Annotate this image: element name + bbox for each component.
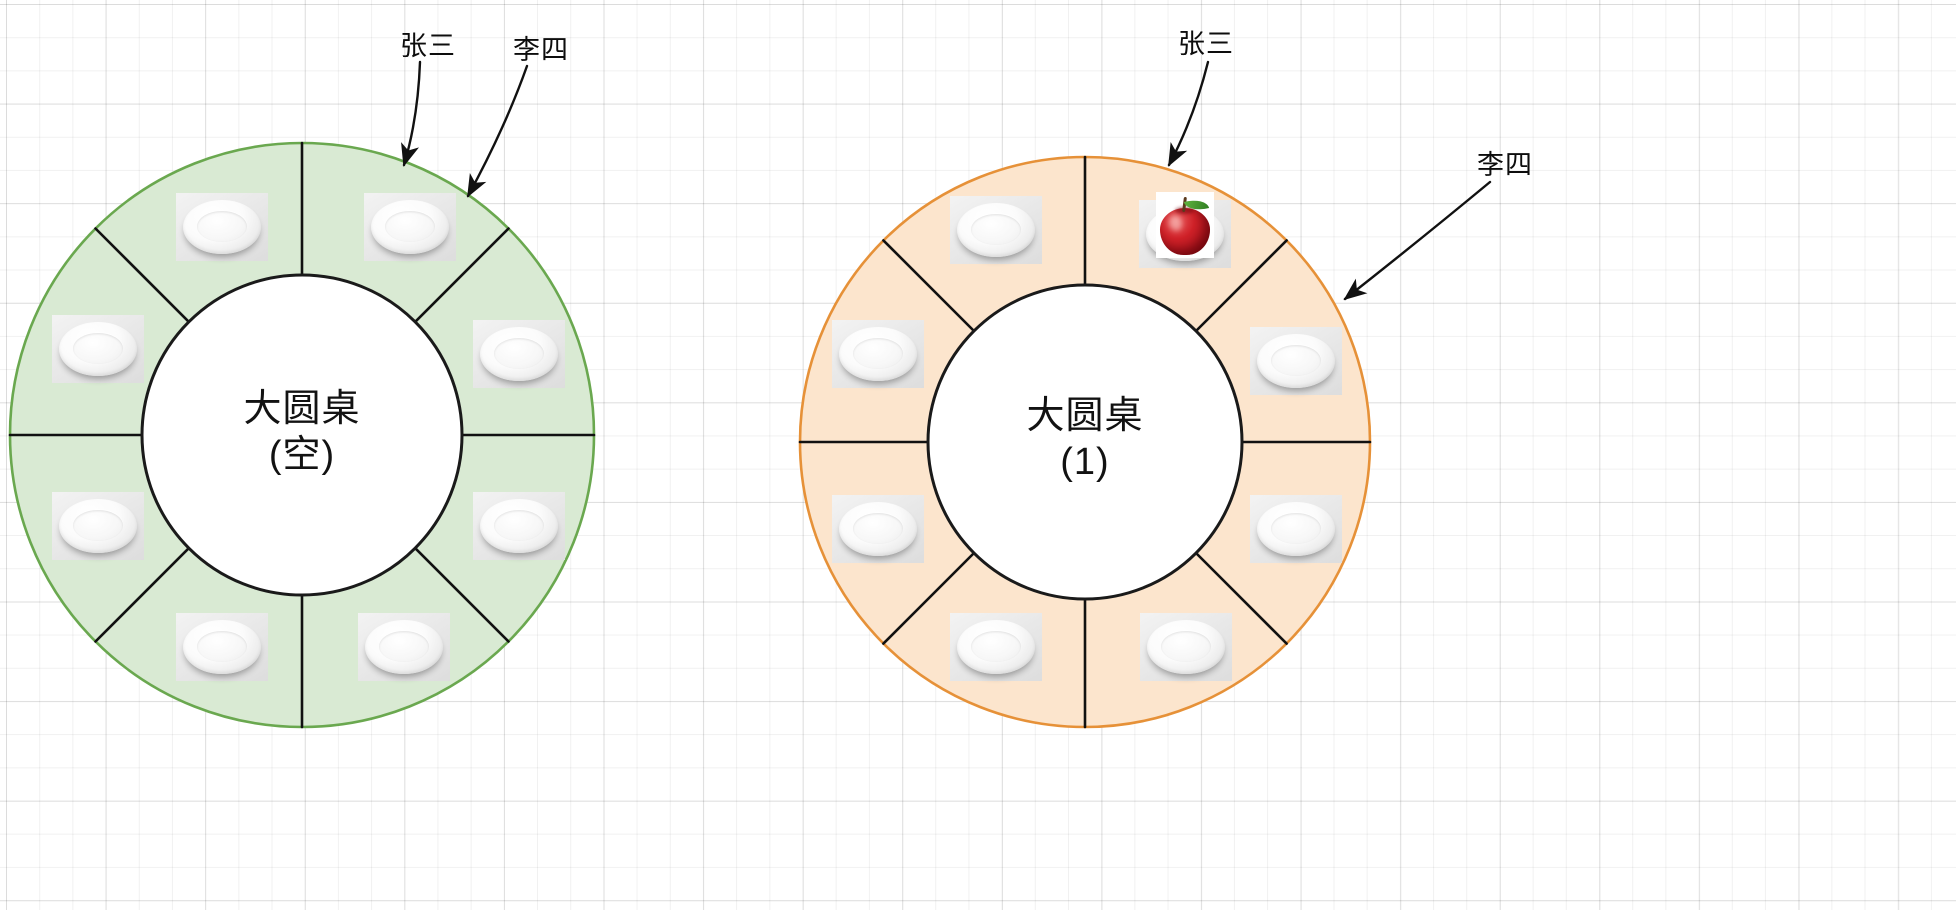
plate-well	[197, 211, 247, 242]
right-seat-plate-8[interactable]	[950, 196, 1042, 264]
left-table-title: 大圆桌 (空)	[152, 386, 452, 479]
left-table-title-line2: (空)	[268, 434, 336, 477]
left-seat-plate-5[interactable]	[176, 613, 268, 681]
arrow-right-lisi	[1343, 180, 1492, 301]
plate-well	[73, 333, 123, 364]
plate-well	[1161, 631, 1211, 662]
plate-well	[385, 211, 435, 242]
right-table-title-line1: 大圆桌	[1026, 395, 1144, 437]
plate-well	[73, 510, 123, 541]
apple-icon[interactable]	[1156, 192, 1214, 258]
left-seat-plate-8[interactable]	[176, 193, 268, 261]
plate-well	[971, 214, 1021, 245]
left-seat-plate-4[interactable]	[358, 613, 450, 681]
annotation-label-left-lisi[interactable]: 李四	[513, 35, 569, 65]
left-table-title-line1: 大圆桌	[243, 388, 361, 430]
right-seat-plate-2[interactable]	[1250, 327, 1342, 395]
annotation-label-right-zhangsan[interactable]: 张三	[1178, 29, 1234, 59]
plate-well	[197, 631, 247, 662]
annotation-label-left-zhangsan[interactable]: 张三	[400, 31, 456, 61]
right-table-title-line2: (1)	[1060, 441, 1110, 484]
annotation-label-right-lisi[interactable]: 李四	[1477, 150, 1533, 180]
annotation-arrows	[401, 60, 1492, 301]
left-seat-plate-2[interactable]	[473, 320, 565, 388]
plate-well	[494, 510, 544, 541]
right-seat-plate-7[interactable]	[832, 320, 924, 388]
right-seat-plate-1[interactable]	[1139, 192, 1231, 268]
right-table-title: 大圆桌 (1)	[935, 393, 1235, 486]
apple-body	[1160, 208, 1210, 255]
left-seat-plate-7[interactable]	[52, 315, 144, 383]
arrow-left-lisi	[466, 64, 529, 198]
arrow-right-zhangsan	[1167, 60, 1210, 167]
plate-well	[1271, 345, 1321, 376]
plate-well	[853, 513, 903, 544]
arrow-left-zhangsan	[401, 60, 422, 167]
right-seat-plate-3[interactable]	[1250, 495, 1342, 563]
left-seat-plate-1[interactable]	[364, 193, 456, 261]
plate-well	[379, 631, 429, 662]
right-seat-plate-4[interactable]	[1140, 613, 1232, 681]
plate-well	[971, 631, 1021, 662]
plate-well	[1271, 513, 1321, 544]
right-seat-plate-5[interactable]	[950, 613, 1042, 681]
left-seat-plate-3[interactable]	[473, 492, 565, 560]
plate-well	[494, 338, 544, 369]
left-seat-plate-6[interactable]	[52, 492, 144, 560]
plate-well	[853, 338, 903, 369]
right-seat-plate-6[interactable]	[832, 495, 924, 563]
